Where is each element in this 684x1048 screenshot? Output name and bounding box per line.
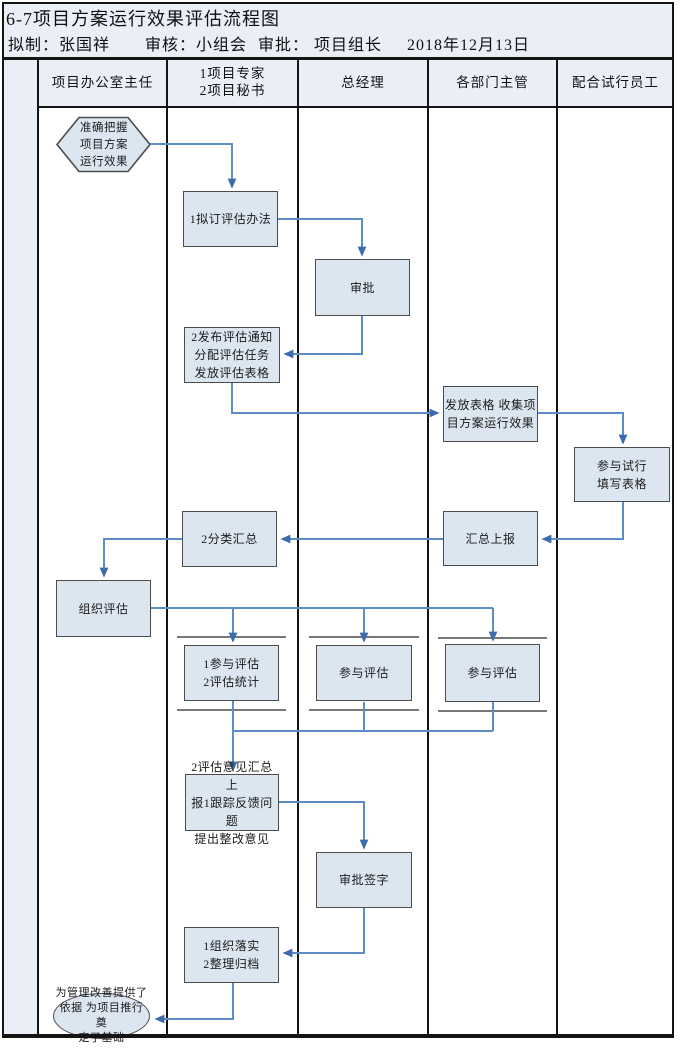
lane-header-trial-staff: 配合试行员工 xyxy=(572,74,659,90)
meta-approver: 审批： 项目组长 xyxy=(258,37,383,54)
node-draft-method: 1拟订评估办法 xyxy=(183,191,278,247)
header-separator xyxy=(38,106,674,108)
node-participate-stats: 1参与评估 2评估统计 xyxy=(184,645,279,701)
node-participate-dept: 参与评估 xyxy=(445,644,540,702)
lane-header-general-manager: 总经理 xyxy=(341,74,385,90)
node-publish-notice: 2发布评估通知 分配评估任务 发放评估表格 xyxy=(184,327,280,383)
page-title: 6-7项目方案运行效果评估流程图 xyxy=(6,9,280,29)
node-approve: 审批 xyxy=(315,259,410,316)
header-band xyxy=(2,57,674,107)
node-trial-fill: 参与试行 填写表格 xyxy=(574,447,670,502)
lane-divider xyxy=(427,57,429,1038)
title-band xyxy=(2,2,674,57)
node-participate-gm: 参与评估 xyxy=(316,645,412,701)
lane-divider xyxy=(166,57,168,1038)
meta-drafter: 拟制：张国祥 xyxy=(8,37,111,54)
lane-divider xyxy=(297,57,299,1038)
node-opinion-summary: 2评估意见汇总上 报1跟踪反馈问题 提出整改意见 xyxy=(185,760,279,846)
node-classify-summary: 2分类汇总 xyxy=(182,511,277,567)
node-implement-archive: 1组织落实 2整理归档 xyxy=(184,927,279,983)
node-approve-sign: 审批签字 xyxy=(316,852,412,908)
node-organize-eval: 组织评估 xyxy=(56,580,151,637)
lane-header-expert-secretary: 1项目专家 2项目秘书 xyxy=(199,66,266,98)
node-end: 为管理改善提供了 依据 为项目推行奠 定了基础 xyxy=(53,987,150,1044)
node-summary-report: 汇总上报 xyxy=(443,511,538,566)
node-start: 准确把握 项目方案 运行效果 xyxy=(80,121,128,168)
lane-divider xyxy=(37,57,39,1038)
lane-header-dept-managers: 各部门主管 xyxy=(456,74,529,90)
node-distribute-collect: 发放表格 收集项 目方案运行效果 xyxy=(443,386,538,442)
lane-divider xyxy=(556,57,558,1038)
title-separator xyxy=(2,57,674,60)
lane-header-project-office: 项目办公室主任 xyxy=(51,74,154,90)
left-margin-column xyxy=(2,107,38,1038)
meta-reviewer: 审核：小组会 xyxy=(145,37,248,54)
meta-date: 2018年12月13日 xyxy=(407,37,531,54)
